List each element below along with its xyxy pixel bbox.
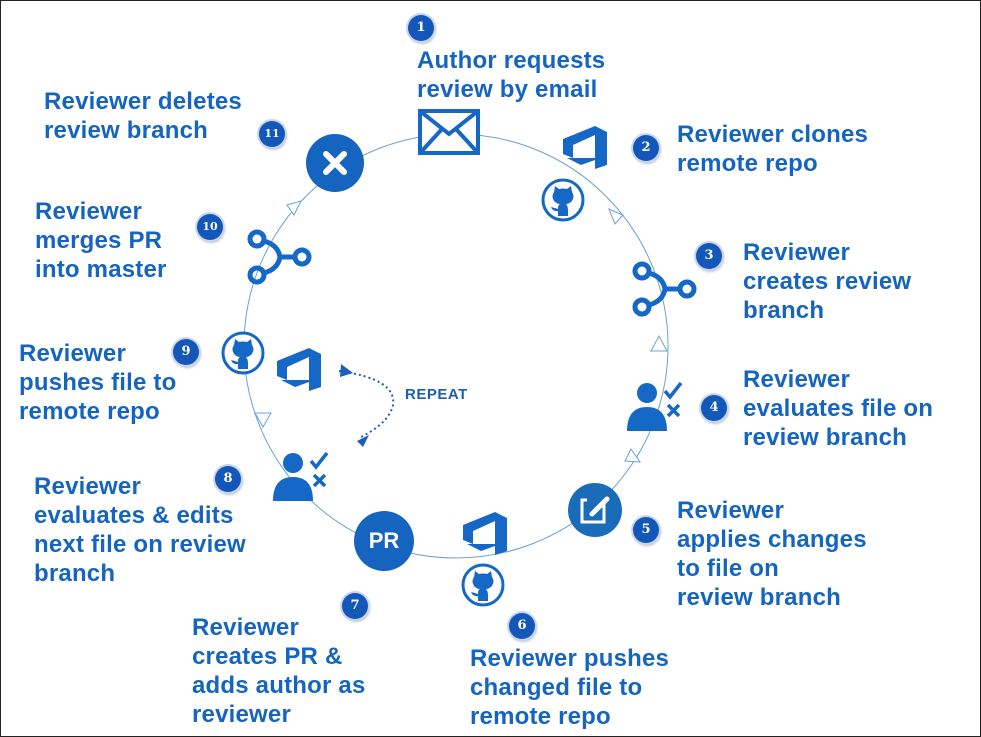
step-text-10: Reviewer merges PR into master: [35, 198, 167, 283]
step-badge-3: 3: [696, 243, 722, 269]
delete-branch-icon: [305, 133, 365, 193]
step-badge-9: 9: [173, 339, 199, 365]
step-badge-1: 1: [408, 15, 434, 41]
step-badge-5: 5: [633, 517, 659, 543]
ring-arrowhead: [608, 208, 624, 225]
pr-icon: PR: [354, 511, 414, 571]
mail-icon: [418, 109, 480, 155]
step-text-2: Reviewer clones remote repo: [677, 121, 869, 177]
step-text-11: Reviewer deletes review branch: [44, 88, 242, 144]
merge-icon: [244, 229, 314, 285]
step-text-6: Reviewer pushes changed file to remote r…: [470, 645, 670, 730]
step-badge-2: 2: [633, 135, 659, 161]
user-check-icon: [623, 377, 687, 433]
repeat-arrowhead: [357, 435, 369, 447]
github-icon: [461, 563, 505, 607]
azure-devops-icon: [559, 123, 611, 171]
step-text-1: Author requests review by email: [417, 47, 606, 103]
step-text-3: Reviewer creates review branch: [743, 239, 912, 324]
ring-arrowhead: [286, 200, 302, 216]
repeat-arrow: [338, 370, 395, 438]
user-check-icon: [269, 447, 333, 503]
step-text-4: Reviewer evaluates file on review branch: [743, 366, 934, 451]
edit-icon: [567, 482, 623, 538]
ring-arrowhead: [624, 448, 642, 463]
branch-icon: [629, 261, 699, 317]
repeat-arrowhead: [340, 364, 353, 377]
step-text-5: Reviewer applies changes to file on revi…: [677, 497, 867, 611]
repeat-label: REPEAT: [405, 386, 468, 403]
ring-arrowhead: [254, 412, 272, 429]
step-badge-7: 7: [342, 593, 368, 619]
azure-devops-icon: [273, 345, 325, 393]
github-icon: [541, 178, 585, 222]
step-badge-4: 4: [701, 395, 727, 421]
ring-arrowhead: [650, 334, 668, 352]
step-badge-8: 8: [215, 466, 241, 492]
step-text-8: Reviewer evaluates & edits next file on …: [34, 473, 246, 587]
azure-devops-icon: [459, 509, 511, 557]
step-text-9: Reviewer pushes file to remote repo: [19, 340, 177, 425]
step-text-7: Reviewer creates PR & adds author as rev…: [192, 614, 366, 728]
github-icon: [221, 331, 265, 375]
step-badge-10: 10: [197, 214, 223, 240]
step-badge-6: 6: [509, 613, 535, 639]
step-badge-11: 11: [259, 121, 285, 147]
